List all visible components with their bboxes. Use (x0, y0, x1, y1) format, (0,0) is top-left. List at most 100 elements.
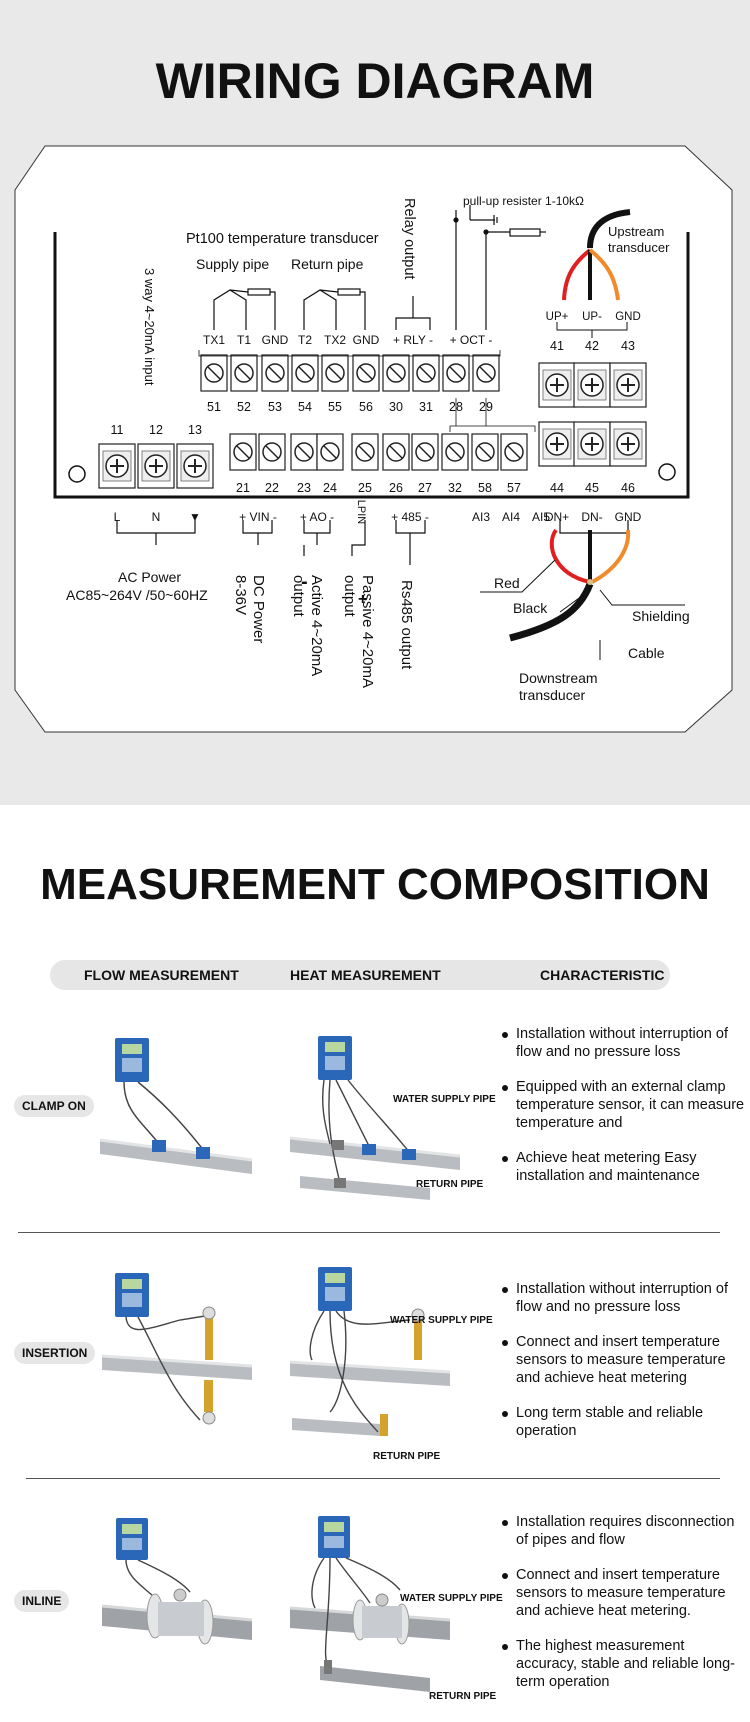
wiring-title: WIRING DIAGRAM (155, 53, 595, 109)
top-label-7: + RLY - (393, 333, 433, 347)
pullup-label: pull-up resister 1-10kΩ (463, 194, 584, 208)
shielding-label: Shielding (632, 608, 690, 624)
terminal-number-41: 41 (550, 339, 564, 353)
terminal-55 (321, 354, 349, 392)
upstream-cable (562, 209, 631, 301)
bottom-label-13: GND (615, 510, 642, 524)
terminal-number-55: 55 (328, 400, 342, 414)
bottom-label-9: AI4 (502, 510, 520, 524)
terminal-number-31: 31 (419, 400, 433, 414)
composition-header-bar (50, 960, 670, 990)
terminal-number-58: 58 (478, 481, 492, 495)
terminal-56 (352, 354, 380, 392)
insertion-return-tag: RETURN PIPE (373, 1451, 441, 1462)
terminal-13 (176, 443, 214, 489)
terminal-58 (471, 433, 499, 471)
terminal-number-57: 57 (507, 481, 521, 495)
bottom-label-5: + AO - (300, 510, 334, 524)
inline-bullet-2: Connect and insert temperature sensors t… (500, 1566, 748, 1620)
insertion-bullets: Installation without interruption of flo… (500, 1280, 748, 1457)
bottom-label-8: AI3 (472, 510, 490, 524)
divider-2 (26, 1478, 720, 1479)
return-sensor-symbol (303, 288, 366, 330)
pt100-label: Pt100 temperature transducer (186, 231, 379, 247)
terminal-number-51: 51 (207, 400, 221, 414)
terminal-number-53: 53 (268, 400, 282, 414)
terminal-number-23: 23 (297, 481, 311, 495)
inline-bullets: Installation requires disconnection of p… (500, 1513, 748, 1708)
bottom-label-10: AI5 (532, 510, 550, 524)
bottom-label-1: L (114, 510, 121, 524)
terminal-31 (412, 354, 440, 392)
insertion-bullet-1: Installation without interruption of flo… (500, 1280, 748, 1316)
terminal-11 (98, 443, 136, 489)
top-label-8: + OCT - (450, 333, 493, 347)
downstream-label-1: Downstream (519, 670, 598, 686)
return-pipe-label: Return pipe (291, 256, 364, 272)
inline-return-tag: RETURN PIPE (429, 1691, 497, 1702)
ac-power-range: AC85~264V /50~60HZ (66, 587, 208, 603)
clamp-on-bullet-3: Achieve heat metering Easy installation … (500, 1149, 748, 1185)
clamp-on-heat-image (290, 1036, 461, 1200)
downstream-cable (509, 528, 631, 642)
terminal-42 (573, 362, 611, 408)
row-label-insertion: INSERTION (14, 1342, 96, 1364)
mount-hole-right (658, 463, 676, 481)
wiring-diagram: Pt100 temperature transducer Supply pipe… (14, 145, 733, 733)
active-label: Active 4~20mA (308, 575, 325, 676)
header-characteristic: CHARACTERISTIC (540, 967, 665, 983)
terminal-51 (200, 354, 228, 392)
insertion-bullet-3: Long term stable and reliable operation (500, 1404, 748, 1440)
mount-hole-left (68, 465, 86, 483)
terminal-57 (500, 433, 528, 471)
supply-sensor-symbol (213, 288, 276, 330)
bottom-label-11: DN+ (545, 510, 569, 524)
relay-output-label: Relay output (401, 198, 417, 279)
terminal-32 (441, 433, 469, 471)
passive-output: output (341, 575, 358, 618)
downstream-pointers (480, 559, 685, 660)
bottom-brackets (116, 520, 629, 565)
up-label-2: UP- (582, 311, 602, 323)
red-label: Red (494, 575, 520, 591)
supply-pipe-label: Supply pipe (196, 256, 269, 272)
inline-flow-image (101, 1518, 253, 1645)
terminal-44 (538, 421, 576, 467)
clamp-on-bullets: Installation without interruption of flo… (500, 1025, 748, 1202)
terminal-number-11: 11 (111, 423, 124, 437)
terminal-number-45: 45 (585, 481, 599, 495)
terminal-number-24: 24 (323, 481, 337, 495)
top-label-1: TX1 (203, 333, 225, 347)
divider-1 (18, 1232, 720, 1233)
top-label-6: GND (353, 333, 380, 347)
terminal-43 (609, 362, 647, 408)
terminal-number-42: 42 (585, 339, 599, 353)
terminal-52 (230, 354, 258, 392)
terminal-number-43: 43 (621, 339, 635, 353)
bottom-label-3: ▼ (189, 510, 201, 524)
terminal-41 (538, 362, 576, 408)
up-label-1: UP+ (546, 311, 569, 323)
bottom-label-6: LPIN (355, 500, 367, 525)
plus-sign: + (358, 591, 367, 608)
dc-power-range: 8-36V (232, 575, 249, 615)
top-label-2: T1 (237, 333, 251, 347)
terminal-number-27: 27 (418, 481, 432, 495)
top-label-3: GND (262, 333, 289, 347)
insertion-bullet-2: Connect and insert temperature sensors t… (500, 1333, 748, 1387)
active-output: output (290, 575, 307, 618)
terminal-number-52: 52 (237, 400, 251, 414)
terminal-number-25: 25 (358, 481, 372, 495)
terminal-22 (258, 433, 286, 471)
terminal-number-32: 32 (448, 481, 462, 495)
clamp-on-return-tag: RETURN PIPE (416, 1179, 484, 1190)
terminal-number-54: 54 (298, 400, 312, 414)
terminal-45 (573, 421, 611, 467)
header-heat: HEAT MEASUREMENT (290, 967, 441, 983)
clamp-on-supply-tag: WATER SUPPLY PIPE (393, 1094, 496, 1105)
composition-title: MEASUREMENT COMPOSITION (40, 860, 710, 909)
bottom-label-12: DN- (581, 510, 602, 524)
terminal-number-12: 12 (149, 423, 163, 437)
inline-heat-image (290, 1516, 451, 1692)
